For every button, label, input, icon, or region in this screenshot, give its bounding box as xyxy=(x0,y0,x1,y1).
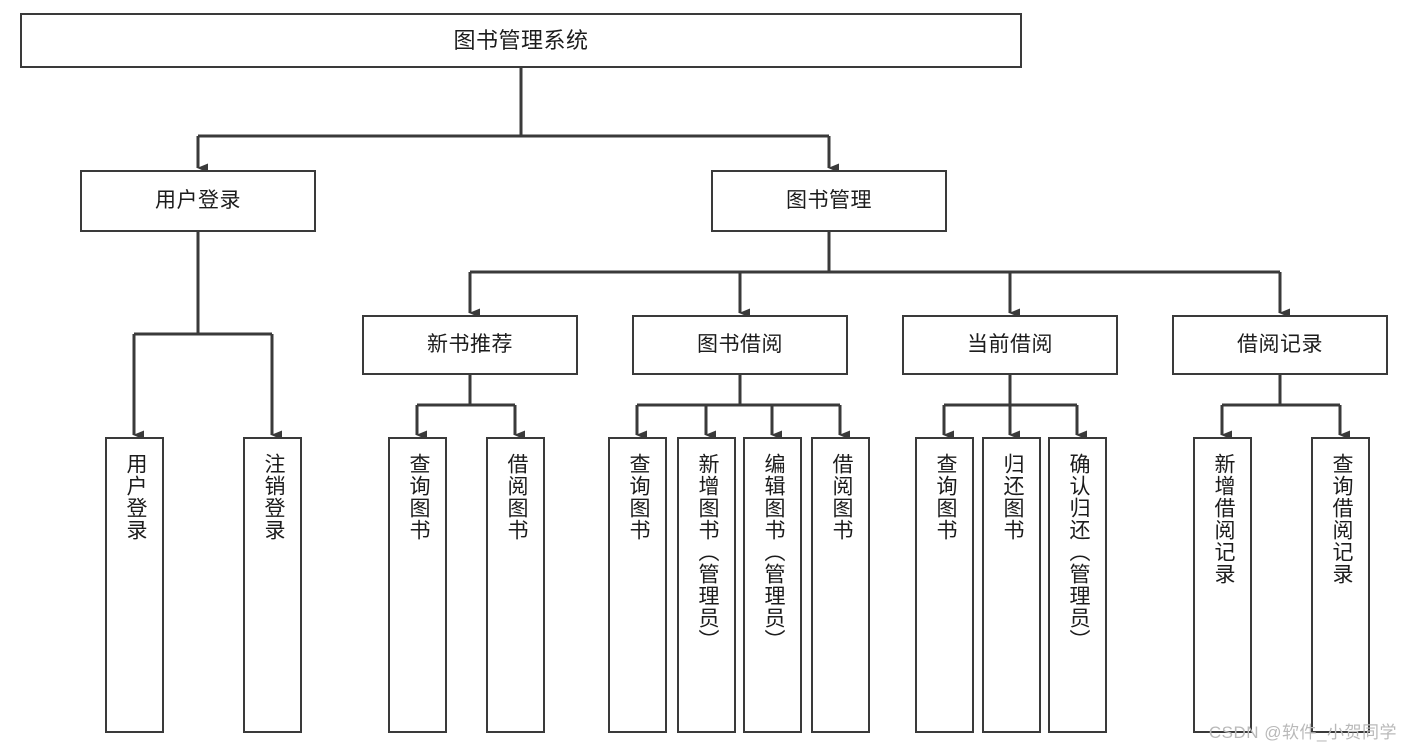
leaf-current-return-book[interactable]: 归还图书 xyxy=(982,437,1041,733)
node-label: 查询图书 xyxy=(406,453,430,541)
node-label: 确认归还（管理员） xyxy=(1066,453,1090,651)
node-current-borrowing[interactable]: 当前借阅 xyxy=(902,315,1118,375)
leaf-rec-query-book[interactable]: 查询图书 xyxy=(388,437,447,733)
node-label: 图书管理 xyxy=(786,188,872,212)
leaf-user-login[interactable]: 用户登录 xyxy=(105,437,164,733)
node-label: 借阅图书 xyxy=(829,453,853,541)
node-label: 借阅记录 xyxy=(1237,332,1323,356)
node-book-management[interactable]: 图书管理 xyxy=(711,170,947,232)
leaf-record-add[interactable]: 新增借阅记录 xyxy=(1193,437,1252,733)
node-label: 借阅图书 xyxy=(504,453,528,541)
leaf-borrow-query-book[interactable]: 查询图书 xyxy=(608,437,667,733)
node-label: 用户登录 xyxy=(155,188,241,212)
node-label: 用户登录 xyxy=(123,453,147,541)
leaf-borrow-add-book-admin[interactable]: 新增图书（管理员） xyxy=(677,437,736,733)
node-label: 当前借阅 xyxy=(967,332,1053,356)
node-label: 图书管理系统 xyxy=(453,27,589,53)
node-label: 查询借阅记录 xyxy=(1329,453,1353,585)
node-user-login[interactable]: 用户登录 xyxy=(80,170,316,232)
leaf-user-logout[interactable]: 注销登录 xyxy=(243,437,302,733)
node-borrowing-records[interactable]: 借阅记录 xyxy=(1172,315,1388,375)
node-book-management-system[interactable]: 图书管理系统 xyxy=(20,13,1022,68)
leaf-record-query[interactable]: 查询借阅记录 xyxy=(1311,437,1370,733)
leaf-borrow-edit-book-admin[interactable]: 编辑图书（管理员） xyxy=(743,437,802,733)
leaf-current-confirm-return-admin[interactable]: 确认归还（管理员） xyxy=(1048,437,1107,733)
node-new-book-recommendation[interactable]: 新书推荐 xyxy=(362,315,578,375)
node-label: 新书推荐 xyxy=(427,332,513,356)
node-book-borrowing[interactable]: 图书借阅 xyxy=(632,315,848,375)
node-label: 查询图书 xyxy=(626,453,650,541)
node-label: 编辑图书（管理员） xyxy=(761,453,785,651)
node-label: 新增图书（管理员） xyxy=(695,453,719,651)
node-label: 注销登录 xyxy=(261,453,285,541)
leaf-current-query-book[interactable]: 查询图书 xyxy=(915,437,974,733)
node-label: 新增借阅记录 xyxy=(1211,453,1235,585)
leaf-borrow-borrow-book[interactable]: 借阅图书 xyxy=(811,437,870,733)
leaf-rec-borrow-book[interactable]: 借阅图书 xyxy=(486,437,545,733)
node-label: 图书借阅 xyxy=(697,332,783,356)
node-label: 归还图书 xyxy=(1000,453,1024,541)
node-label: 查询图书 xyxy=(933,453,957,541)
